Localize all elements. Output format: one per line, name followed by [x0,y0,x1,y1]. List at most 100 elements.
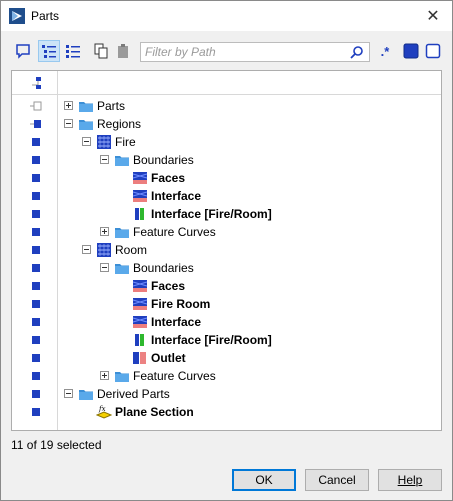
folder-icon [79,390,93,400]
close-icon: ✕ [426,8,440,25]
expand-icon[interactable] [100,227,109,236]
clipboard-icon [118,44,128,58]
tree-row[interactable]: Interface [Fire/Room] [12,331,441,349]
tree-node-label: Faces [151,171,186,185]
tree-row[interactable]: Feature Curves [12,367,441,385]
tree-row[interactable]: Faces [12,169,441,187]
tree-row[interactable]: Regions [12,115,441,133]
tree-row[interactable]: Fire Room [12,295,441,313]
region-icon [97,135,111,149]
selected-square-icon[interactable] [30,316,42,328]
selected-square-icon[interactable] [30,244,42,256]
boundary-wall-icon [132,172,148,184]
tree-row[interactable]: Outlet [12,349,441,367]
selected-square-icon[interactable] [30,172,42,184]
folder-icon [115,156,129,166]
folder-icon [115,264,129,274]
window-title: Parts [31,9,60,23]
select-all-button[interactable] [400,40,422,62]
folder-icon [79,102,93,112]
selected-square-icon[interactable] [30,298,42,310]
tree-row[interactable]: Parts [12,97,441,115]
selected-square-icon[interactable] [30,334,42,346]
paste-button[interactable] [112,40,134,62]
selected-square-icon[interactable] [30,154,42,166]
filter-input[interactable] [141,43,341,61]
cancel-button[interactable]: Cancel [305,469,369,491]
empty-square-icon [425,43,441,59]
tree-node-label: Outlet [151,351,186,365]
tree-node-label: Room [115,243,148,257]
help-button[interactable]: Help [378,469,442,491]
boundary-wall-icon [132,298,148,310]
boundary-wall-icon [132,316,148,328]
tree-row[interactable]: Faces [12,277,441,295]
tree-view-button[interactable] [38,40,60,62]
tree-node-label: Derived Parts [97,387,170,401]
tree-node-label: Regions [97,117,142,131]
regex-toggle-button[interactable]: .* [374,40,396,62]
tree-node-label: Boundaries [133,153,194,167]
copy-button[interactable] [90,40,112,62]
close-button[interactable]: ✕ [418,1,448,31]
title-bar: Parts ✕ [1,1,452,31]
region-icon [97,243,111,257]
collapse-icon[interactable] [82,245,91,254]
tree-node-label: Plane Section [115,405,194,419]
tree-node-label: Interface [151,315,202,329]
unselected-square-icon[interactable] [30,100,42,112]
selected-square-icon[interactable] [30,118,42,130]
selected-square-icon[interactable] [30,208,42,220]
tree-list-icon [42,45,56,58]
selected-square-icon[interactable] [30,262,42,274]
hierarchy-icon[interactable] [30,76,44,90]
selected-square-icon[interactable] [30,370,42,382]
tree-row[interactable]: fx Plane Section [12,403,441,421]
boundary-interface-icon [135,334,144,346]
filter-by-path [140,42,370,62]
collapse-icon[interactable] [100,155,109,164]
tree-row[interactable]: Feature Curves [12,223,441,241]
column-divider [57,71,58,430]
search-icon[interactable] [350,45,364,59]
toolbar: .* [1,37,452,65]
expand-icon[interactable] [64,101,73,110]
selected-square-icon[interactable] [30,406,42,418]
collapse-icon[interactable] [82,137,91,146]
collapse-icon[interactable] [100,263,109,272]
selected-square-icon[interactable] [30,280,42,292]
tree-row[interactable]: Derived Parts [12,385,441,403]
collapse-icon[interactable] [64,119,73,128]
tree-row[interactable]: Fire [12,133,441,151]
comment-button[interactable] [12,40,34,62]
select-none-button[interactable] [422,40,444,62]
tree-node-label: Fire [115,135,136,149]
tree-row[interactable]: Boundaries [12,259,441,277]
tree-node-label: Interface [Fire/Room] [151,333,272,347]
ok-button[interactable]: OK [232,469,296,491]
tree-row[interactable]: Room [12,241,441,259]
selected-square-icon[interactable] [30,136,42,148]
selected-square-icon[interactable] [30,226,42,238]
collapse-icon[interactable] [64,389,73,398]
selection-count: 11 of 19 selected [11,438,102,452]
boundary-interface-icon [135,208,144,220]
flat-list-button[interactable] [62,40,84,62]
tree-row[interactable]: Interface [12,187,441,205]
tree-header [12,71,441,95]
svg-text:fx: fx [98,405,106,413]
selected-square-icon[interactable] [30,388,42,400]
tree-row[interactable]: Interface [Fire/Room] [12,205,441,223]
expand-icon[interactable] [100,371,109,380]
flat-list-icon [66,45,80,58]
folder-icon [115,372,129,382]
tree-node-label: Fire Room [151,297,211,311]
selected-square-icon[interactable] [30,190,42,202]
selected-square-icon[interactable] [30,352,42,364]
tree-row[interactable]: Boundaries [12,151,441,169]
tree-row[interactable]: Interface [12,313,441,331]
tree-node-label: Feature Curves [133,369,216,383]
boundary-outlet-icon [133,352,146,364]
